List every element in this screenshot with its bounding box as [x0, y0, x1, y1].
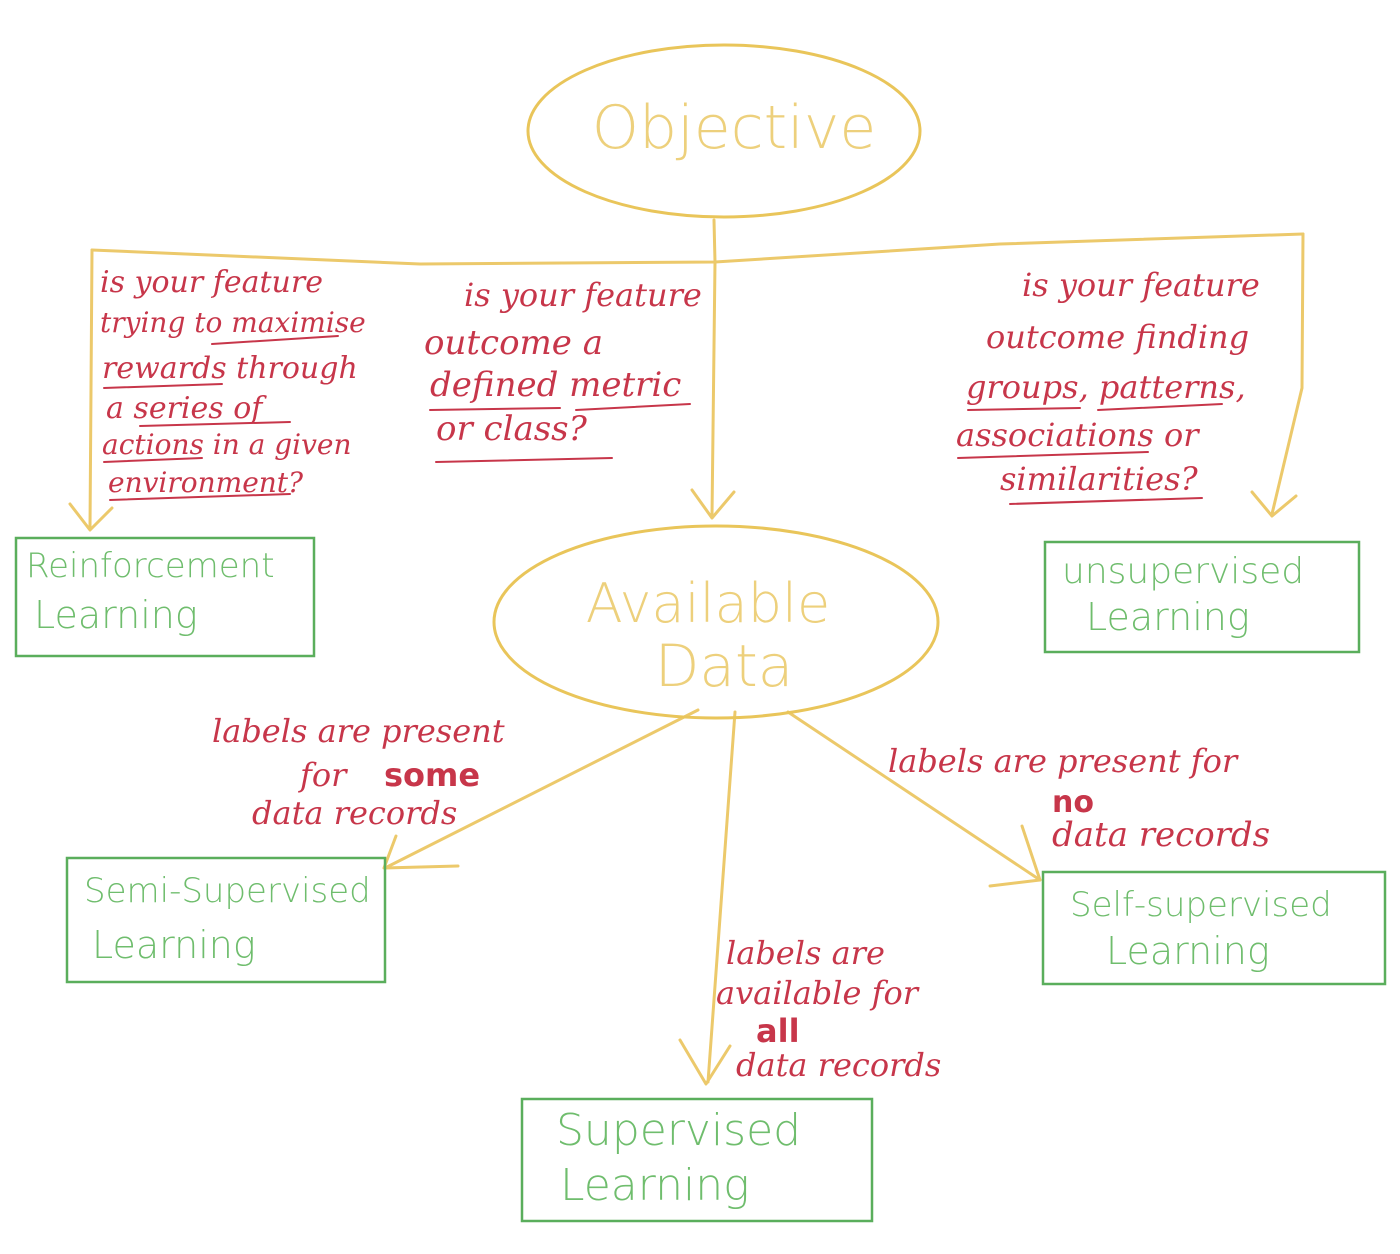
- all-labels-annotation: labels are available for all data record…: [716, 934, 941, 1084]
- available-data-ellipse: [492, 524, 940, 720]
- uq-line5: similarities?: [1000, 460, 1199, 498]
- left-branch: [88, 248, 94, 530]
- self-branch: [786, 710, 1042, 882]
- left-arrowhead: [68, 502, 114, 532]
- no-line3: data records: [1052, 815, 1270, 855]
- objective-ellipse: [526, 43, 922, 219]
- objective-label: Objective: [592, 93, 877, 163]
- sq-line1: is your feature: [464, 276, 702, 314]
- some-line3: data records: [252, 794, 457, 832]
- self-supervised-line2: Learning: [1106, 929, 1270, 973]
- unsupervised-line2: Learning: [1086, 595, 1250, 639]
- all-bold: all: [756, 1012, 800, 1050]
- available-label-line2: Data: [655, 632, 794, 700]
- semi-supervised-box: Semi-Supervised Learning: [65, 856, 387, 984]
- uq-line4: associations or: [956, 416, 1200, 454]
- supervised-arrowhead: [678, 1038, 732, 1086]
- unsupervised-question: is your feature outcome finding groups, …: [956, 266, 1260, 498]
- supervised-line1: Supervised: [556, 1105, 801, 1156]
- rq-line6: environment?: [108, 466, 304, 499]
- no-labels-annotation: labels are present for no data records: [888, 742, 1270, 855]
- some-line2-pre: for: [298, 756, 348, 794]
- rq-line1: is your feature: [100, 265, 323, 300]
- reinforcement-box: Reinforcement Learning: [14, 536, 316, 658]
- uq-line1: is your feature: [1022, 266, 1260, 304]
- supervised-branch: [706, 710, 737, 1084]
- sq-line4: or class?: [436, 409, 588, 449]
- semi-supervised-line2: Learning: [92, 923, 256, 967]
- unsupervised-underlines: [957, 403, 1223, 505]
- unsupervised-line1: unsupervised: [1062, 551, 1304, 592]
- reinforcement-question: is your feature trying to maximise rewar…: [100, 265, 366, 499]
- uq-line2: outcome finding: [986, 318, 1249, 356]
- self-supervised-line1: Self-supervised: [1070, 885, 1332, 925]
- all-line4: data records: [736, 1046, 941, 1084]
- connectors: [68, 218, 1305, 1086]
- rq-line2: trying to maximise: [100, 306, 366, 339]
- branch-line: [90, 232, 1305, 266]
- center-branch: [710, 260, 717, 518]
- all-line1: labels are: [726, 934, 885, 972]
- no-bold: no: [1052, 785, 1094, 820]
- self-supervised-box: Self-supervised Learning: [1041, 870, 1387, 986]
- uq-line3: groups, patterns,: [966, 368, 1246, 406]
- unsupervised-box: unsupervised Learning: [1043, 540, 1361, 654]
- available-label-line1: Available: [586, 572, 830, 635]
- self-arrowhead: [988, 824, 1042, 888]
- right-arrowhead: [1250, 490, 1298, 518]
- supervised-question: is your feature outcome a defined metric…: [424, 276, 702, 449]
- supervised-line2: Learning: [560, 1160, 750, 1211]
- some-line1: labels are present: [212, 712, 505, 750]
- reinforcement-line1: Reinforcement: [26, 546, 275, 586]
- center-arrowhead: [690, 488, 736, 520]
- reinforcement-underlines: [103, 335, 339, 501]
- semi-branch: [383, 708, 700, 870]
- rq-line3: rewards through: [102, 351, 358, 386]
- rq-line5: actions in a given: [102, 428, 352, 461]
- supervised-box: Supervised Learning: [520, 1097, 874, 1223]
- semi-supervised-line1: Semi-Supervised: [84, 871, 371, 911]
- sq-line2: outcome a: [424, 323, 603, 363]
- some-bold: some: [384, 756, 480, 794]
- all-line2: available for: [716, 974, 920, 1012]
- right-branch: [1270, 232, 1305, 516]
- no-line1: labels are present for: [888, 742, 1239, 780]
- reinforcement-line2: Learning: [34, 593, 198, 637]
- sq-line3: defined metric: [430, 365, 681, 405]
- supervised-underlines: [429, 403, 691, 463]
- rq-line4: a series of: [106, 391, 267, 426]
- objective-stem: [712, 218, 717, 264]
- some-labels-annotation: labels are present for some data records: [212, 712, 505, 832]
